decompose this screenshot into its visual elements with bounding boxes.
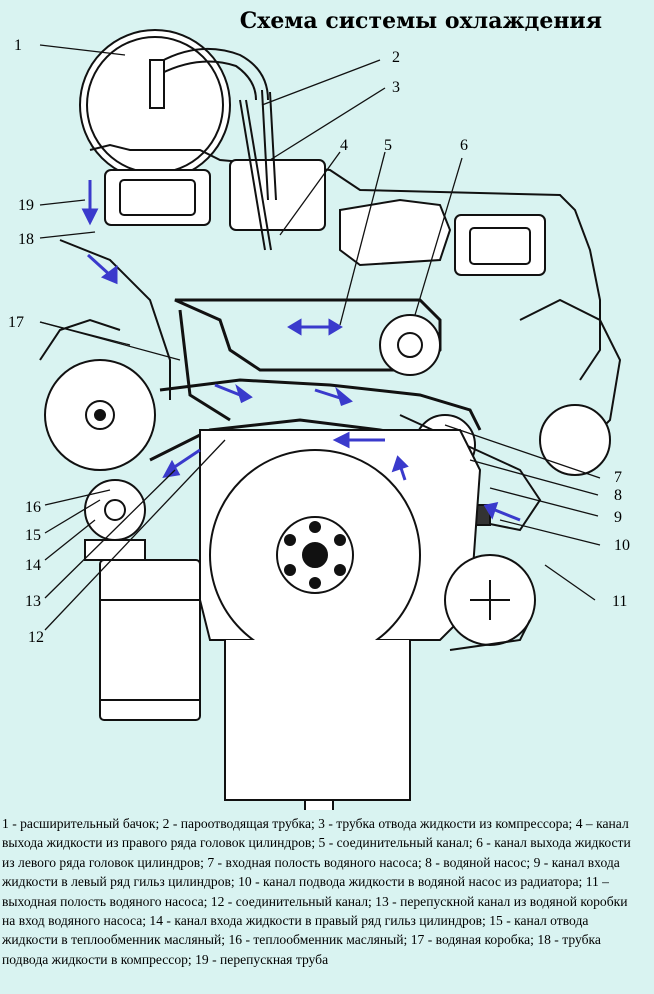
- caption-line: 12 - соединительный канал; 13 - перепуск…: [2, 893, 628, 929]
- label-17: 17: [8, 314, 24, 331]
- label-9: 9: [614, 509, 622, 526]
- label-18: 18: [18, 231, 34, 248]
- label-19: 19: [18, 197, 34, 214]
- caption-line: 14 - канал входа жидкости в правый ряд г…: [2, 913, 589, 948]
- label-3: 3: [392, 79, 400, 96]
- label-16: 16: [25, 499, 41, 516]
- label-7: 7: [614, 469, 622, 486]
- diagram-title: Схема системы охлаждения: [239, 8, 602, 34]
- oil-heat-exchanger: [84, 479, 146, 541]
- label-8: 8: [614, 487, 622, 504]
- engine-cooling-diagram: 1 2 3 4 5 6 7 8 9 10 11 12 13 14 15 16 1…: [8, 29, 630, 810]
- label-11: 11: [612, 593, 627, 610]
- label-15: 15: [25, 527, 41, 544]
- legend-caption: 1 - расширительный бачок; 2 - пароотводя…: [2, 814, 642, 969]
- label-5: 5: [384, 137, 392, 154]
- label-2: 2: [392, 49, 400, 66]
- caption-line: 1 - расширительный бачок; 2 - пароотводя…: [2, 816, 576, 831]
- label-4: 4: [340, 137, 348, 154]
- label-14: 14: [25, 557, 41, 574]
- caption-line: 6 - канал выхода жидкости из левого ряда…: [2, 835, 631, 870]
- caption-line: 10 - канал подвода жидкости в водяной на…: [2, 874, 609, 909]
- caption-line: 16 - теплообменник масляный; 17 - водяна…: [2, 932, 601, 967]
- caption-line: 4 – канал выхода жидкости из правого ряд…: [2, 816, 629, 851]
- label-6: 6: [460, 137, 468, 154]
- label-10: 10: [614, 537, 630, 554]
- caption-line: 8 - водяной насос; 9 - канал входа жидко…: [2, 854, 620, 890]
- label-13: 13: [25, 593, 41, 610]
- water-pump: [379, 314, 441, 376]
- label-12: 12: [28, 629, 44, 646]
- label-1: 1: [14, 37, 22, 54]
